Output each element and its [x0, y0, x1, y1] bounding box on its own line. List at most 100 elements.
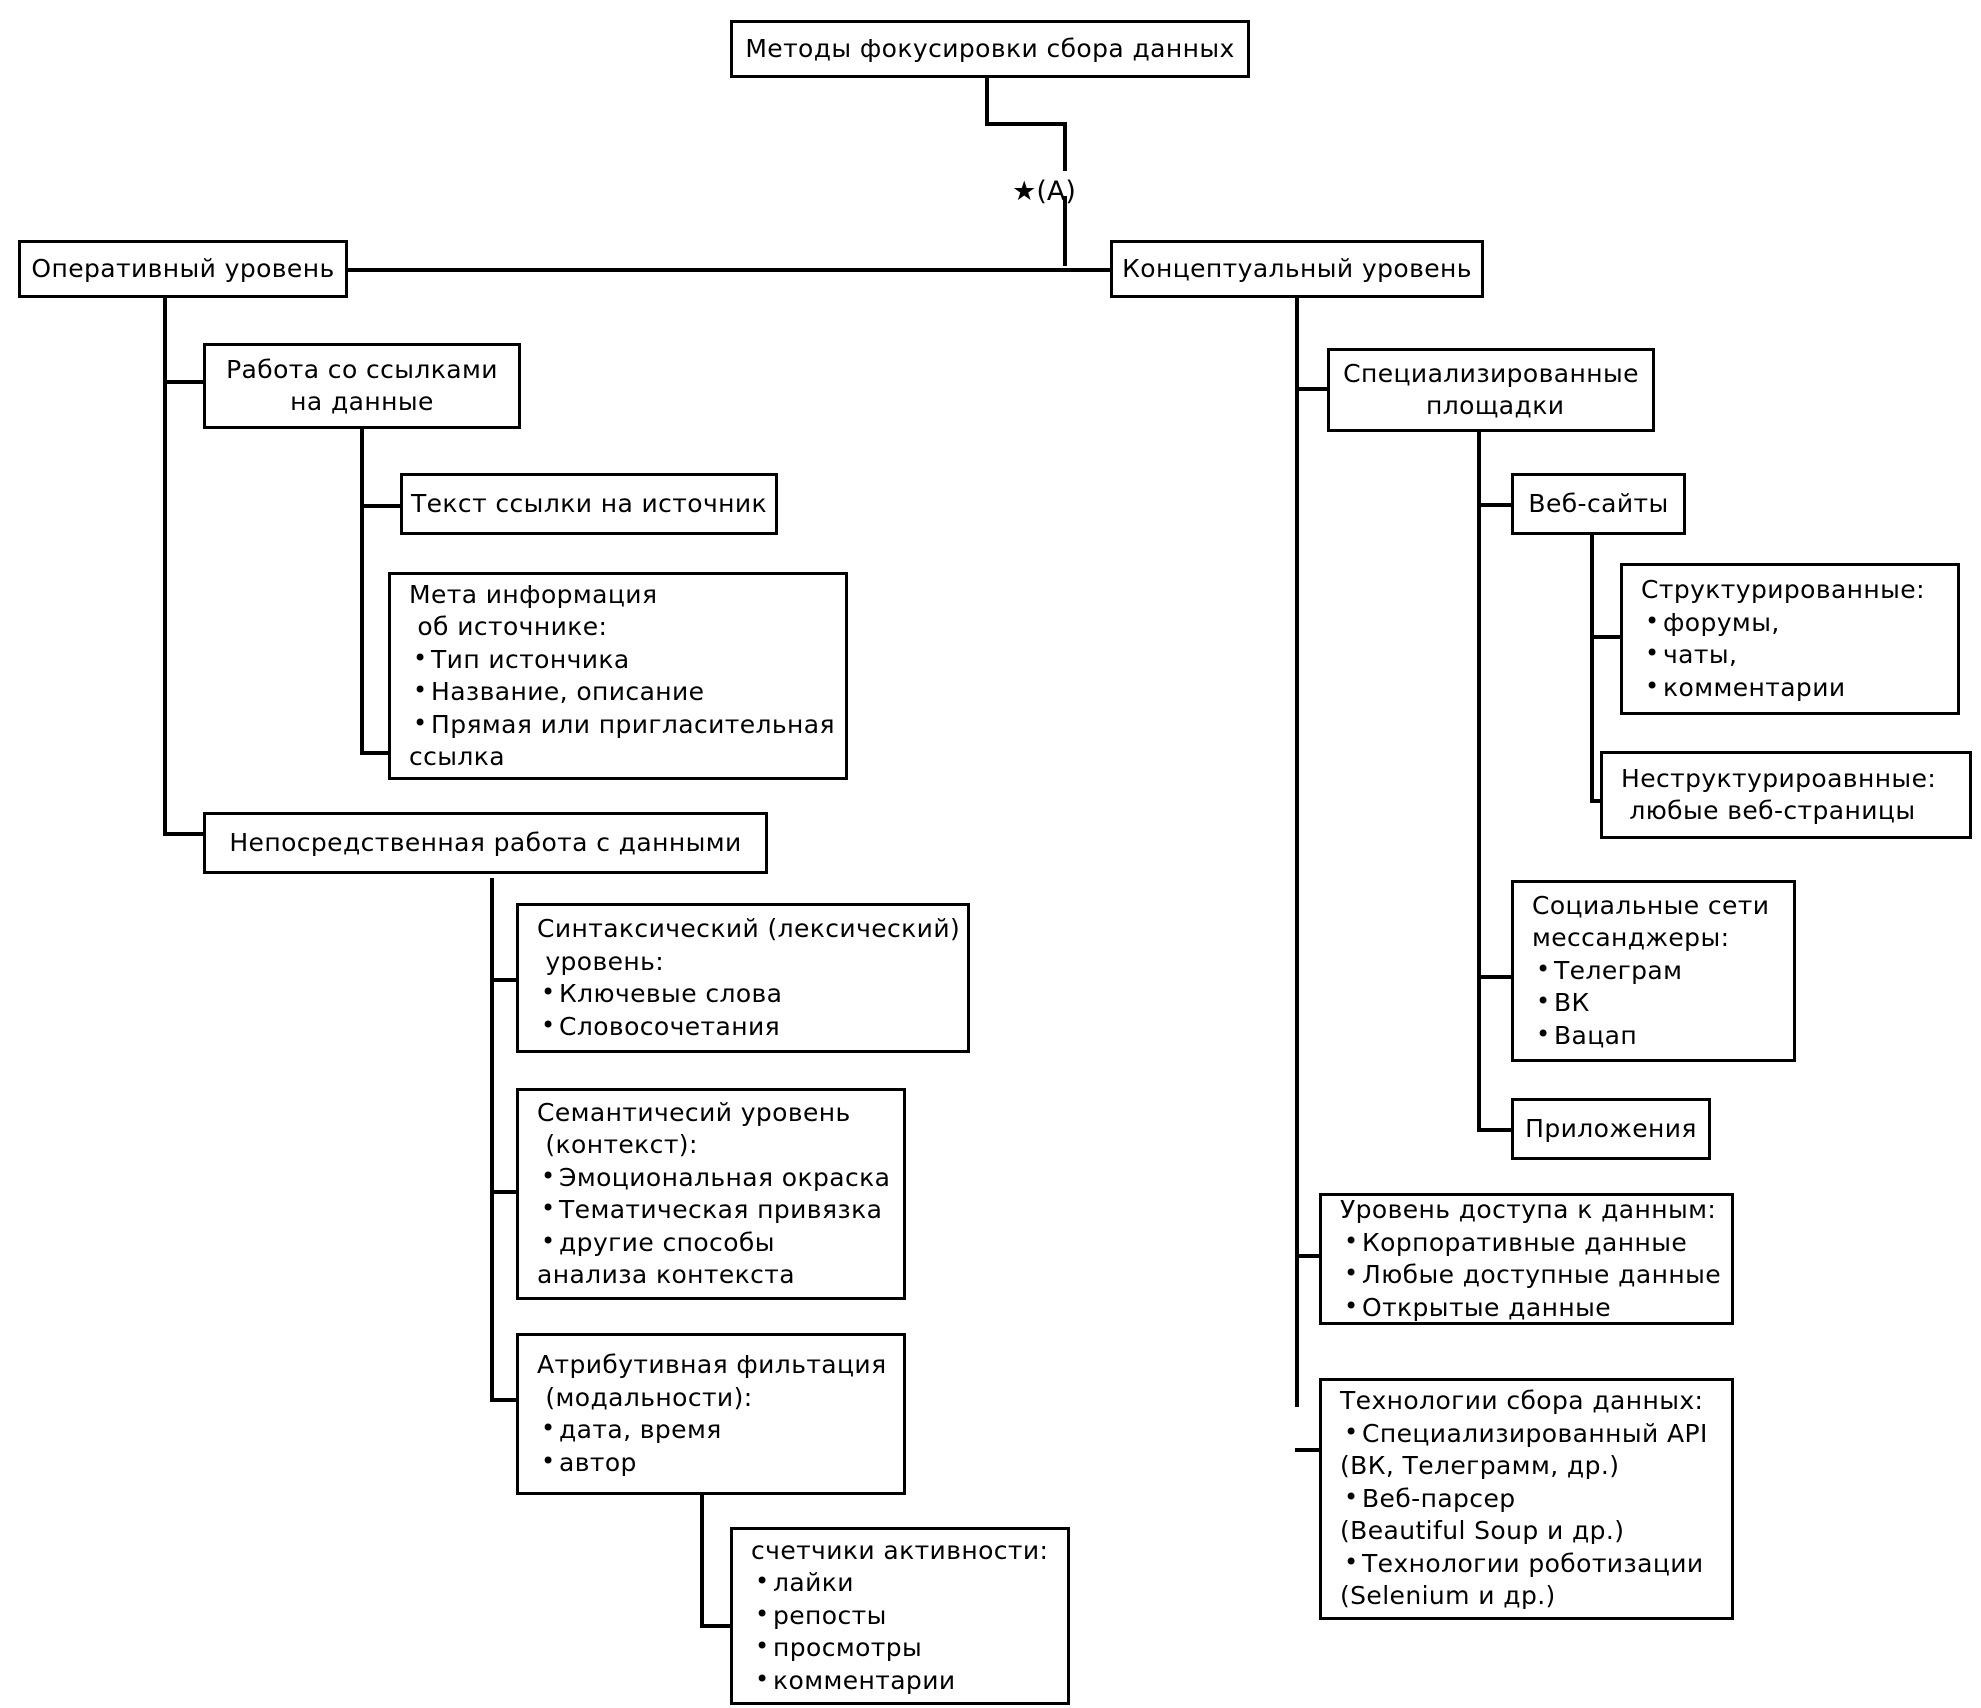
list-item: Телеграм	[1532, 954, 1682, 988]
node-syntactic-level-heading: Синтаксический (лексический) уровень:	[537, 914, 961, 976]
node-activity-counters-list: лайки репосты просмотры комментарии	[751, 1566, 956, 1698]
node-syntactic-level[interactable]: Синтаксический (лексический) уровень: Кл…	[516, 903, 970, 1053]
connector-links-to-meta	[360, 751, 402, 755]
connector-direct-to-attributive	[490, 1398, 518, 1402]
connector-direct-to-semantic	[490, 1190, 518, 1194]
list-item: Любые доступные данные	[1340, 1258, 1721, 1292]
list-item: Корпоративные данные	[1340, 1226, 1721, 1260]
connector-operational-trunk	[163, 291, 167, 836]
list-item: лайки	[751, 1566, 956, 1600]
list-item: другие способы	[537, 1226, 890, 1260]
node-direct-data-work[interactable]: Непосредственная работа с данными	[203, 812, 768, 874]
connector-root-jog	[985, 122, 1067, 126]
node-structured[interactable]: Структурированные: форумы, чаты, коммент…	[1620, 563, 1960, 715]
node-meta-info-list: Тип истончика Название, описание Прямая …	[409, 643, 835, 774]
list-item: Открытые данные	[1340, 1291, 1721, 1325]
node-attributive-filtration[interactable]: Атрибутивная фильтация (модальности): да…	[516, 1333, 906, 1495]
node-semantic-level-list: Эмоциональная окраска Тематическая привя…	[537, 1161, 890, 1292]
node-attributive-filtration-heading: Атрибутивная фильтация (модальности):	[537, 1350, 887, 1412]
node-data-access-level-heading: Уровень доступа к данным:	[1340, 1195, 1717, 1224]
node-specialized-platforms[interactable]: Специализированные площадки	[1327, 348, 1655, 432]
list-item: Название, описание	[409, 675, 835, 709]
node-data-access-level-list: Корпоративные данные Любые доступные дан…	[1340, 1226, 1721, 1325]
list-item: просмотры	[751, 1631, 956, 1665]
connector-platforms-trunk	[1477, 432, 1481, 1132]
edge-marker-a: ★(A)	[1012, 176, 1076, 207]
list-item: комментарии	[751, 1664, 956, 1698]
connector-conceptual-to-platforms	[1295, 387, 1329, 391]
connector-level-spine	[348, 268, 1110, 272]
node-attributive-filtration-list: дата, время автор	[537, 1413, 722, 1480]
list-item: Тематическая привязка	[537, 1193, 890, 1227]
connector-links-trunk	[360, 429, 364, 755]
connector-marker-to-concept	[1063, 196, 1067, 266]
node-collection-technologies-heading: Технологии сбора данных:	[1340, 1386, 1704, 1416]
connector-root-to-marker	[1063, 122, 1067, 171]
node-collection-technologies[interactable]: Технологии сбора данных: Специализирован…	[1319, 1378, 1734, 1620]
node-activity-counters-heading: счетчики активности:	[751, 1535, 1049, 1565]
list-item: репосты	[751, 1599, 956, 1633]
node-unstructured[interactable]: Неструктурироавнные: любые веб-страницы	[1600, 751, 1972, 839]
node-websites[interactable]: Веб-сайты	[1511, 473, 1686, 535]
list-item: Прямая или пригласительная	[409, 708, 835, 742]
node-applications-label: Приложения	[1525, 1113, 1697, 1143]
node-applications[interactable]: Приложения	[1511, 1098, 1711, 1160]
list-item-continuation: ссылка	[409, 742, 506, 771]
node-syntactic-level-list: Ключевые слова Словосочетания	[537, 977, 782, 1044]
node-links-work-label: Работа со ссылками на данные	[226, 354, 498, 417]
node-semantic-level-heading: Семантичесий уровень (контекст):	[537, 1097, 851, 1160]
node-social-networks-heading: Социальные сети мессанджеры:	[1532, 890, 1770, 953]
list-item-subline: (ВК, Телеграмм, др.)	[1340, 1451, 1620, 1481]
connector-links-to-linktext	[360, 504, 402, 508]
node-semantic-level[interactable]: Семантичесий уровень (контекст): Эмоцион…	[516, 1088, 906, 1300]
list-item-subline: (Selenium и др.)	[1340, 1581, 1556, 1611]
node-meta-info-heading: Мета информация об источнике:	[409, 579, 658, 642]
connector-attributive-trunk	[700, 1495, 704, 1628]
list-item: автор	[537, 1446, 722, 1480]
node-meta-info[interactable]: Мета информация об источнике: Тип истонч…	[388, 572, 848, 780]
list-item-continuation: анализа контекста	[537, 1260, 795, 1289]
node-root-label: Методы фокусировки сбора данных	[745, 33, 1235, 63]
node-activity-counters[interactable]: счетчики активности: лайки репосты просм…	[730, 1527, 1070, 1705]
connector-root-down	[985, 77, 989, 126]
connector-conceptual-trunk	[1295, 291, 1299, 1407]
node-structured-heading: Структурированные:	[1641, 575, 1925, 604]
list-item: чаты,	[1641, 638, 1846, 672]
node-root[interactable]: Методы фокусировки сбора данных	[730, 20, 1250, 78]
node-collection-technologies-list: Специализированный API (ВК, Телеграмм, д…	[1340, 1417, 1708, 1613]
connector-platforms-to-apps	[1477, 1128, 1513, 1132]
node-link-text[interactable]: Текст ссылки на источник	[400, 473, 778, 535]
node-operational-level-label: Оперативный уровень	[31, 253, 335, 283]
connector-platforms-to-websites	[1477, 503, 1513, 507]
list-item: Веб-парсер	[1340, 1482, 1708, 1516]
list-item: Специализированный API	[1340, 1417, 1708, 1451]
list-item: форумы,	[1641, 606, 1846, 640]
list-item-subline: (Beautiful Soup и др.)	[1340, 1516, 1625, 1546]
connector-direct-to-syntactic	[490, 978, 518, 982]
connector-conceptual-to-access	[1295, 1254, 1321, 1258]
node-direct-data-work-label: Непосредственная работа с данными	[229, 827, 742, 857]
node-conceptual-level[interactable]: Концептуальный уровень	[1110, 240, 1484, 298]
connector-operational-to-links	[163, 380, 205, 384]
node-data-access-level[interactable]: Уровень доступа к данным: Корпоративные …	[1319, 1193, 1734, 1325]
list-item: Эмоциональная окраска	[537, 1161, 890, 1195]
node-conceptual-level-label: Концептуальный уровень	[1122, 253, 1472, 283]
node-operational-level[interactable]: Оперативный уровень	[18, 240, 348, 298]
list-item: дата, время	[537, 1413, 722, 1447]
connector-direct-trunk	[490, 878, 494, 1402]
list-item: Ключевые слова	[537, 977, 782, 1011]
connector-attributive-to-counters	[700, 1624, 732, 1628]
node-social-networks[interactable]: Социальные сети мессанджеры: Телеграм ВК…	[1511, 880, 1796, 1062]
list-item: ВК	[1532, 986, 1682, 1020]
list-item: Словосочетания	[537, 1010, 782, 1044]
node-social-networks-list: Телеграм ВК Вацап	[1532, 954, 1682, 1053]
connector-conceptual-to-tech	[1295, 1448, 1321, 1452]
connector-websites-to-structured	[1590, 635, 1622, 639]
connector-websites-trunk	[1590, 535, 1594, 803]
list-item: Тип истончика	[409, 643, 835, 677]
node-link-text-label: Текст ссылки на источник	[410, 488, 768, 518]
connector-operational-to-direct	[163, 832, 205, 836]
node-specialized-platforms-label: Специализированные площадки	[1343, 358, 1639, 421]
node-links-work[interactable]: Работа со ссылками на данные	[203, 343, 521, 429]
list-item: Вацап	[1532, 1019, 1682, 1053]
